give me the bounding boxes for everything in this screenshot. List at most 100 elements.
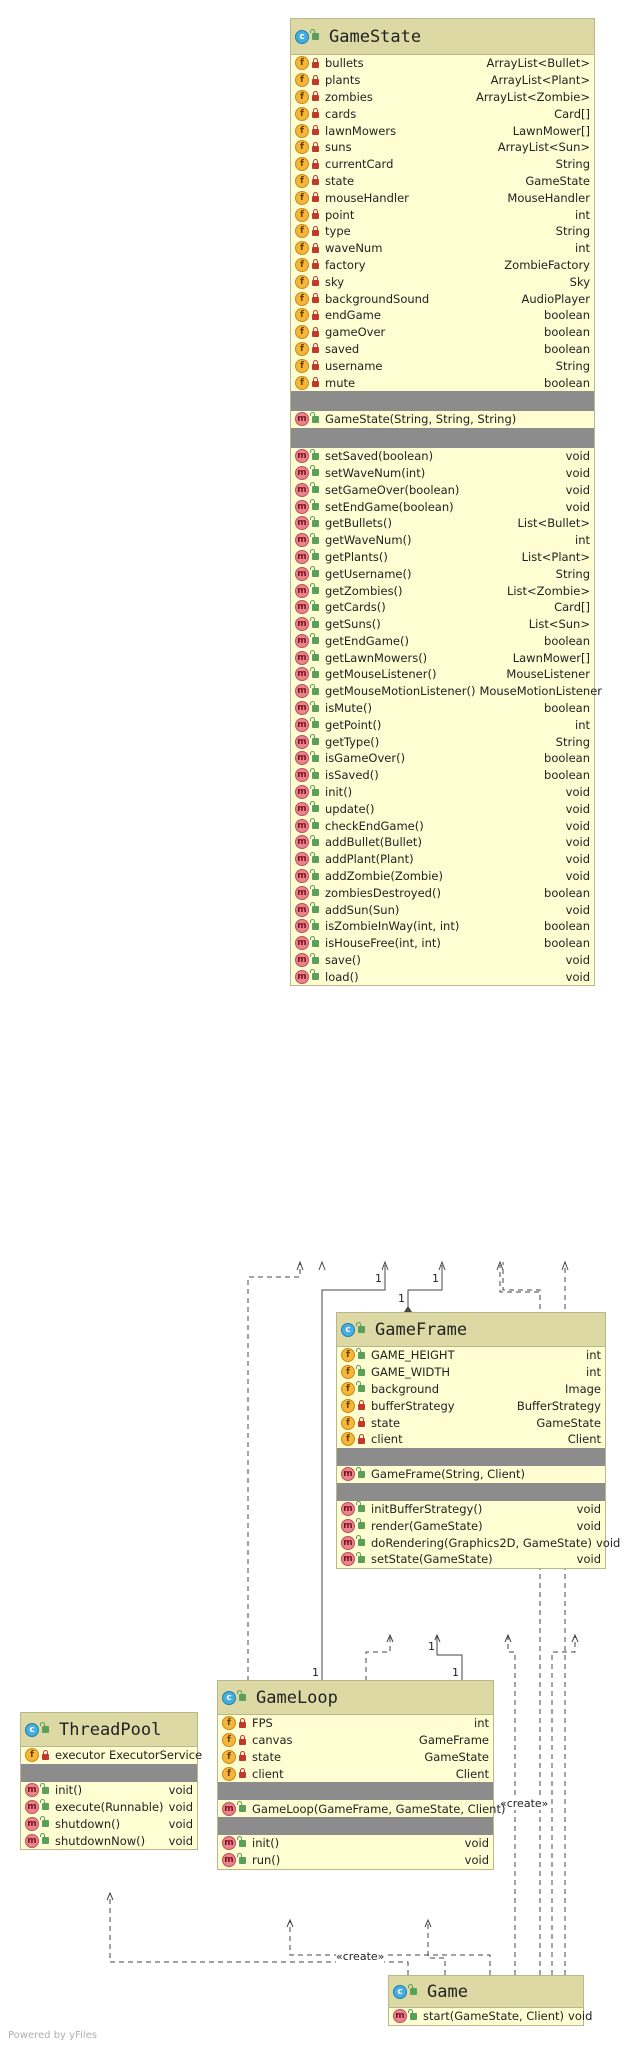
public-icon xyxy=(356,1535,365,1547)
field-type: boolean xyxy=(544,341,590,356)
private-lock-icon xyxy=(358,1417,365,1428)
method-signature: initBufferStrategy() xyxy=(371,1501,483,1516)
return-type: boolean xyxy=(544,633,590,648)
private-lock-icon xyxy=(312,309,319,320)
separator xyxy=(291,390,594,411)
method-signature: getType() xyxy=(325,734,380,749)
return-type: void xyxy=(565,499,590,514)
method-icon: m xyxy=(295,412,309,427)
field-icon: f xyxy=(295,325,309,340)
method-icon: m xyxy=(295,768,309,783)
field-name: executor ExecutorService xyxy=(55,1748,203,1763)
mult-gf-a: 1 xyxy=(428,1640,435,1653)
method-icon: m xyxy=(295,465,309,480)
return-type: int xyxy=(575,717,590,732)
public-icon xyxy=(310,515,319,527)
method-icon: m xyxy=(295,869,309,884)
